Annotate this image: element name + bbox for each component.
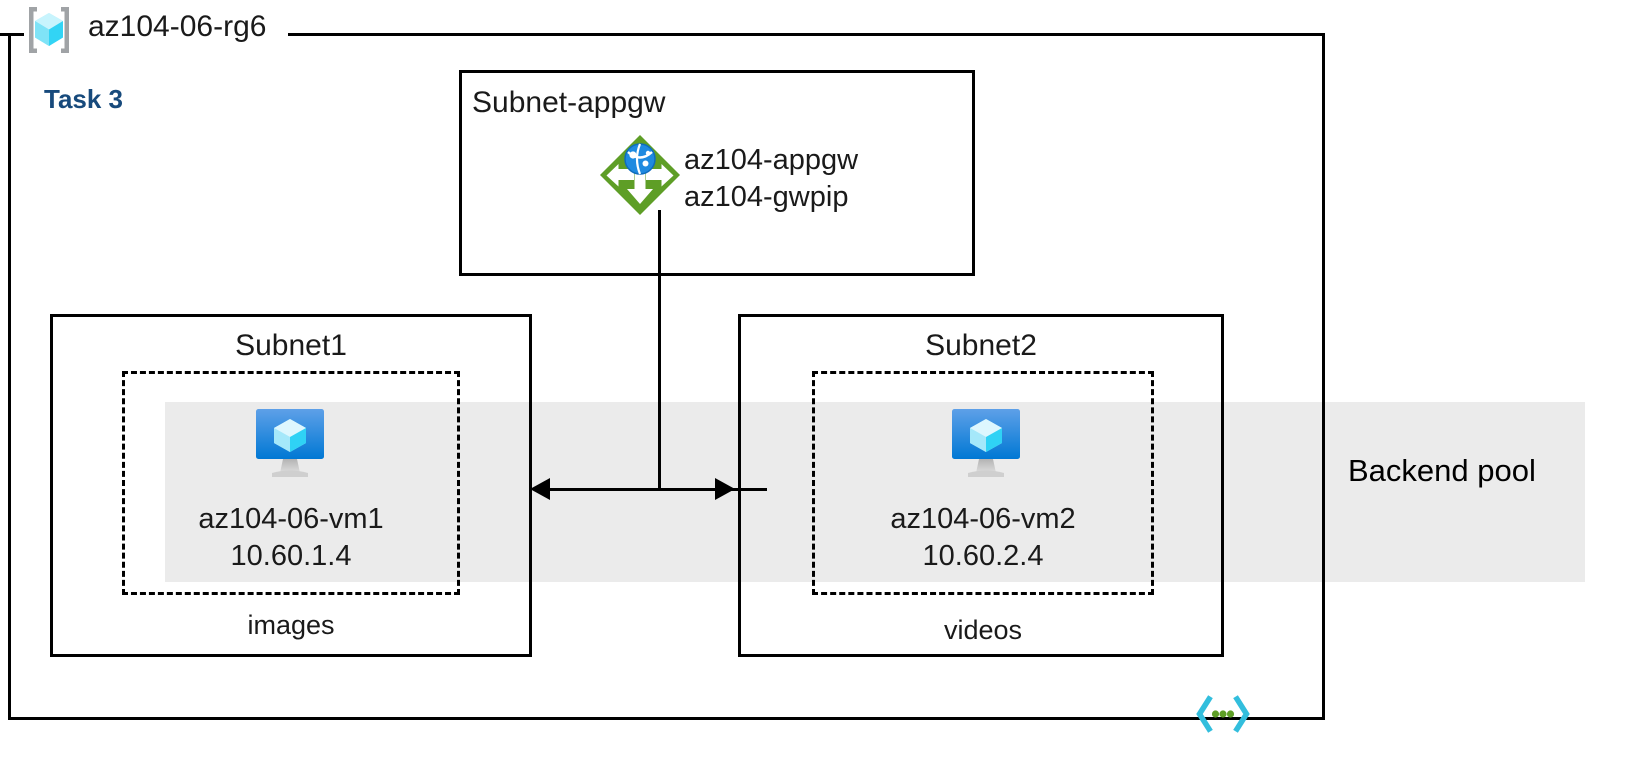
virtual-machine-icon — [948, 407, 1024, 479]
resource-group-border-top — [288, 33, 1325, 36]
subnet-appgw-box — [459, 70, 975, 276]
connector-arrow-left — [530, 478, 550, 500]
backend-connector-horizontal — [549, 488, 767, 491]
resource-group-border-bottom — [8, 717, 1325, 720]
subnet1-vm-name: az104-06-vm1 — [198, 503, 384, 535]
appgw-connector-vertical — [658, 210, 661, 489]
subnet2-box — [738, 314, 1224, 657]
resource-group-border-top-left — [0, 33, 24, 36]
subnet1-vm-group — [122, 371, 460, 595]
resource-group-border-left — [8, 33, 11, 720]
subnet1-caption: images — [247, 610, 335, 640]
task-label: Task 3 — [44, 84, 124, 114]
subnet1-vm-ip: 10.60.1.4 — [230, 540, 352, 572]
resource-group-border-right — [1322, 33, 1325, 720]
connector-arrow-right — [715, 478, 735, 500]
appgw-resource-name-2: az104-gwpip — [684, 181, 849, 213]
subnet2-caption: videos — [943, 615, 1023, 645]
application-gateway-icon — [598, 133, 682, 217]
appgw-resource-name-1: az104-appgw — [684, 144, 859, 176]
subnet2-title: Subnet2 — [925, 329, 1037, 362]
subnet2-vm-ip: 10.60.2.4 — [922, 540, 1044, 572]
virtual-network-icon — [1195, 695, 1251, 733]
subnet2-vm-group — [812, 371, 1154, 595]
backend-pool-band — [165, 402, 1585, 582]
virtual-machine-icon — [252, 407, 328, 479]
subnet-appgw-title: Subnet-appgw — [472, 86, 666, 119]
subnet2-vm-name: az104-06-vm2 — [890, 503, 1076, 535]
subnet1-title: Subnet1 — [235, 329, 347, 362]
resource-group-title: az104-06-rg6 — [88, 10, 267, 43]
resource-group-icon — [24, 4, 74, 56]
backend-pool-label: Backend pool — [1348, 453, 1536, 488]
subnet1-box — [50, 314, 532, 657]
